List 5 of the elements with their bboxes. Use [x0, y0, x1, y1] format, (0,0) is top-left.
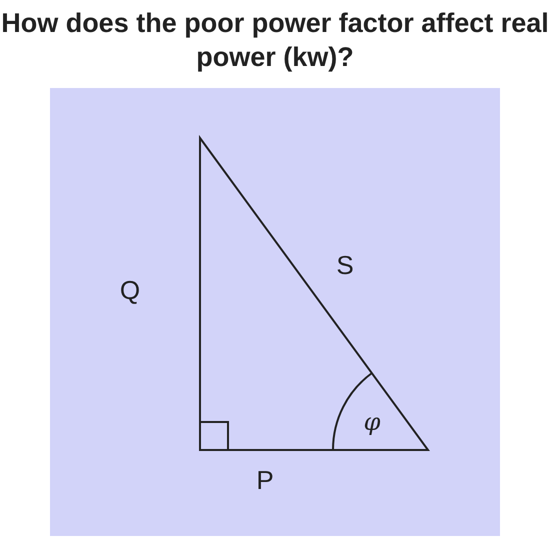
side-label: P — [256, 465, 274, 495]
side-label: Q — [120, 275, 140, 305]
side-label: S — [336, 250, 354, 280]
title: How does the poor power factor affect real power (kw)? — [0, 7, 550, 74]
angle-label: φ — [364, 407, 380, 437]
